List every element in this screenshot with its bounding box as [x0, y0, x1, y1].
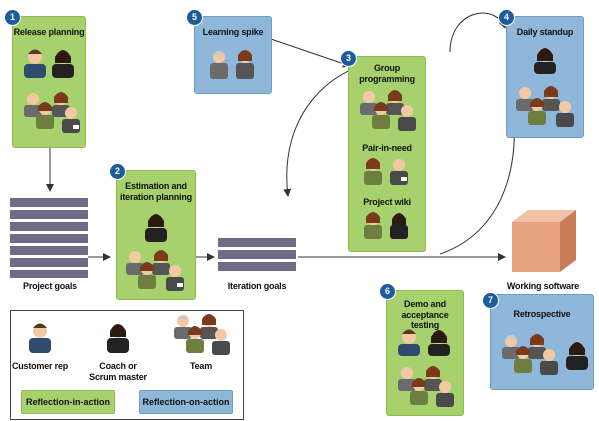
- team-icon: [24, 92, 80, 133]
- legend-customer-rep-label: Customer rep: [11, 361, 69, 371]
- team-icon: [126, 250, 184, 291]
- step-retrospective: Retrospective: [490, 294, 594, 390]
- step-badge: 1: [4, 9, 21, 26]
- project-goals-label: Project goals: [23, 281, 77, 291]
- pair-in-need-label: Pair-in-need: [362, 143, 412, 153]
- step-badge: 4: [498, 9, 515, 26]
- step-title-line1: Demo and: [404, 299, 446, 309]
- iteration-goals-stack: [218, 238, 296, 271]
- step-badge: 7: [482, 292, 499, 309]
- working-software-label: Working software: [506, 281, 580, 291]
- legend: Customer rep Coach or Scrum master Team …: [10, 310, 244, 420]
- team-people-icon: [499, 329, 589, 385]
- legend-coach-label-line1: Coach or: [99, 361, 137, 371]
- step-estimation-iteration-planning: Estimation and iteration planning: [116, 170, 196, 300]
- working-software-cube: [512, 210, 576, 272]
- coach-icon: [103, 321, 133, 355]
- step-title-line2: programming: [359, 74, 415, 84]
- step-group-programming: Group programming Pair-in-need Project w…: [348, 56, 426, 252]
- team-people-icon: [357, 89, 417, 135]
- arrow-spike-to-group: [267, 37, 351, 68]
- step-title: Retrospective: [513, 309, 571, 319]
- step-title-line1: Estimation and: [125, 181, 187, 191]
- step-title: Learning spike: [202, 27, 264, 37]
- step-title-line2: acceptance testing: [401, 310, 449, 330]
- step-title-line2: iteration planning: [120, 192, 192, 202]
- coach-icon: [534, 48, 556, 74]
- project-goals-stack: [10, 198, 88, 278]
- team-people-icon: [17, 45, 81, 140]
- step-badge: 2: [109, 163, 126, 180]
- team-people-icon: [121, 209, 191, 295]
- legend-reflection-in-action: Reflection-in-action: [21, 390, 115, 414]
- coach-icon: [566, 342, 588, 370]
- step-title: Release planning: [13, 27, 85, 37]
- team-people-icon: [513, 45, 577, 133]
- step-badge: 5: [186, 9, 203, 26]
- coach-icon: [428, 330, 450, 356]
- legend-coach-label-line2: Scrum master: [89, 372, 147, 382]
- coach-icon: [145, 214, 167, 242]
- iteration-goals-label: Iteration goals: [227, 281, 287, 291]
- step-demo-acceptance-testing: Demo and acceptance testing: [386, 290, 464, 416]
- step-release-planning: Release planning: [12, 16, 86, 148]
- project-wiki-label: Project wiki: [363, 197, 411, 207]
- iteration-loop-arc: [439, 79, 515, 255]
- customer-rep-icon: [398, 329, 420, 356]
- step-title-line1: Group: [374, 63, 400, 73]
- step-learning-spike: Learning spike: [194, 16, 272, 94]
- step-title: Daily standup: [516, 27, 574, 37]
- customer-rep-icon: [24, 49, 46, 78]
- pair-people-icon: [207, 47, 259, 83]
- step-badge: 3: [340, 50, 357, 67]
- team-people-icon: [393, 327, 457, 411]
- step-badge: 6: [379, 283, 396, 300]
- coach-icon: [52, 50, 74, 78]
- customer-rep-icon: [25, 321, 55, 355]
- legend-reflection-on-action: Reflection-on-action: [139, 390, 233, 414]
- pair-people-icon: [361, 211, 413, 243]
- daily-loop-arrow: [449, 12, 507, 53]
- step-daily-standup: Daily standup: [506, 16, 584, 138]
- pair-people-icon: [361, 157, 413, 187]
- legend-team-label: Team: [189, 361, 213, 371]
- team-icon: [169, 313, 235, 361]
